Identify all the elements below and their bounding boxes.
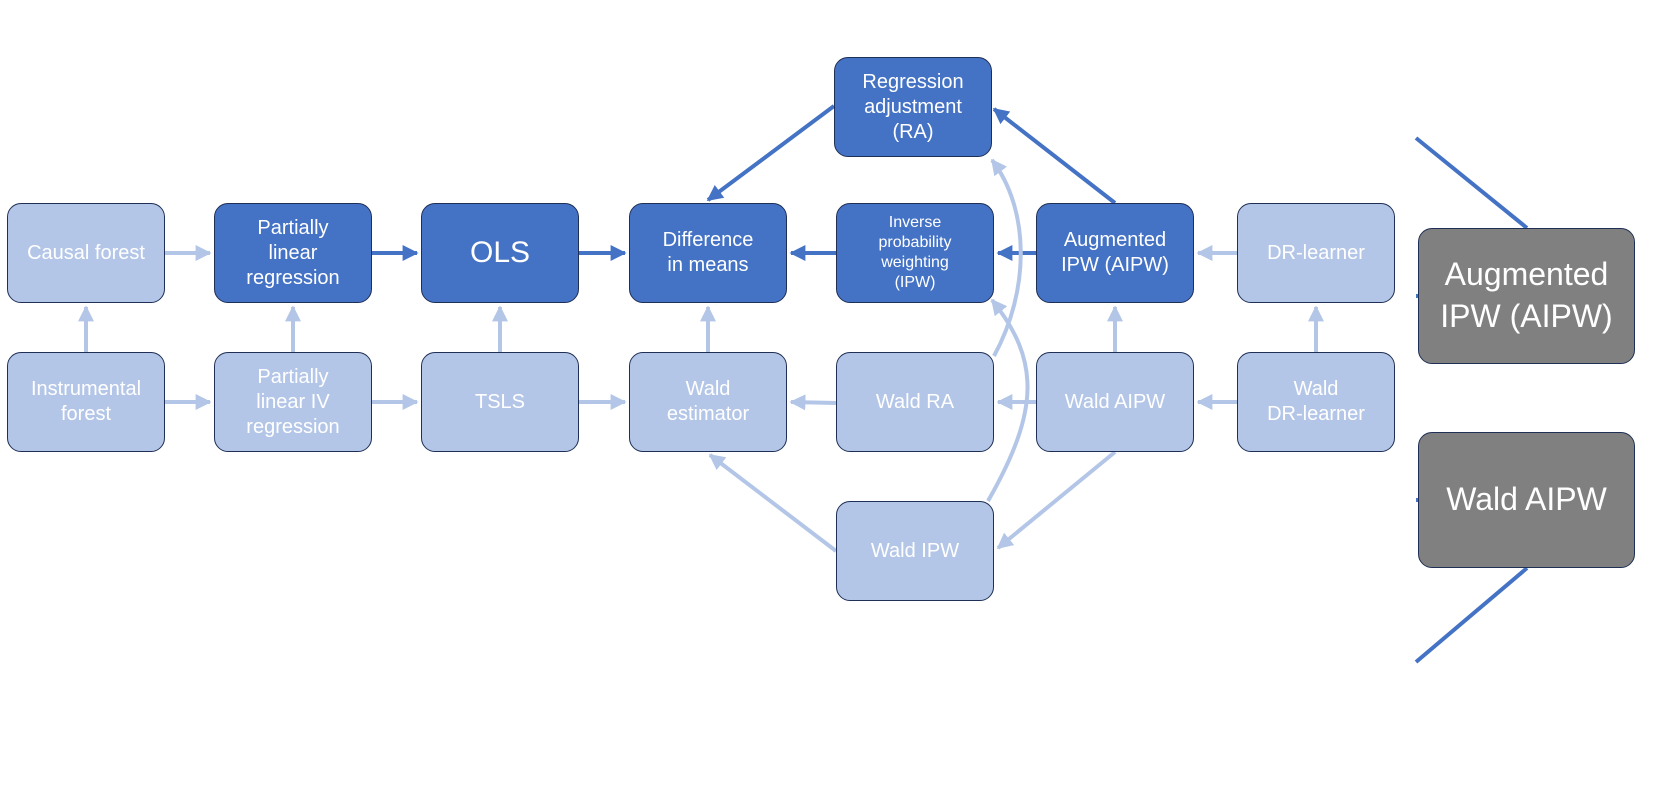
node-wald-dr-learner: Wald DR-learner bbox=[1237, 352, 1395, 452]
zoom-node-aipw: Augmented IPW (AIPW) bbox=[1418, 228, 1635, 364]
edge-ra-to-dim bbox=[706, 104, 836, 202]
zoom-line-top bbox=[1414, 136, 1529, 230]
node-dr-learner: DR-learner bbox=[1237, 203, 1395, 303]
node-wald-ra: Wald RA bbox=[836, 352, 994, 452]
edge-wald-ipw-to-wald-estimator bbox=[708, 453, 838, 553]
zoom-node-wald-aipw: Wald AIPW bbox=[1418, 432, 1635, 568]
node-regression-adjustment: Regression adjustment (RA) bbox=[834, 57, 992, 157]
node-wald-aipw: Wald AIPW bbox=[1036, 352, 1194, 452]
node-tsls: TSLS bbox=[421, 352, 579, 452]
node-instrumental-forest: Instrumental forest bbox=[7, 352, 165, 452]
edge-wald-ipw-to-ipw bbox=[986, 298, 1030, 502]
edge-wald-aipw-to-wald-ipw bbox=[996, 450, 1117, 550]
node-partially-linear-iv-regression: Partially linear IV regression bbox=[214, 352, 372, 452]
node-causal-forest: Causal forest bbox=[7, 203, 165, 303]
node-difference-in-means: Difference in means bbox=[629, 203, 787, 303]
node-wald-estimator: Wald estimator bbox=[629, 352, 787, 452]
node-ols: OLS bbox=[421, 203, 579, 303]
node-aipw: Augmented IPW (AIPW) bbox=[1036, 203, 1194, 303]
node-partially-linear-regression: Partially linear regression bbox=[214, 203, 372, 303]
edge-wald-ra-to-wald-estimator bbox=[789, 394, 837, 411]
edge-wald-ra-to-ra bbox=[990, 158, 1023, 357]
node-wald-ipw: Wald IPW bbox=[836, 501, 994, 601]
node-ipw: Inverse probability weighting (IPW) bbox=[836, 203, 994, 303]
edge-aipw-to-ra bbox=[992, 107, 1117, 205]
zoom-line-bottom bbox=[1414, 566, 1529, 664]
